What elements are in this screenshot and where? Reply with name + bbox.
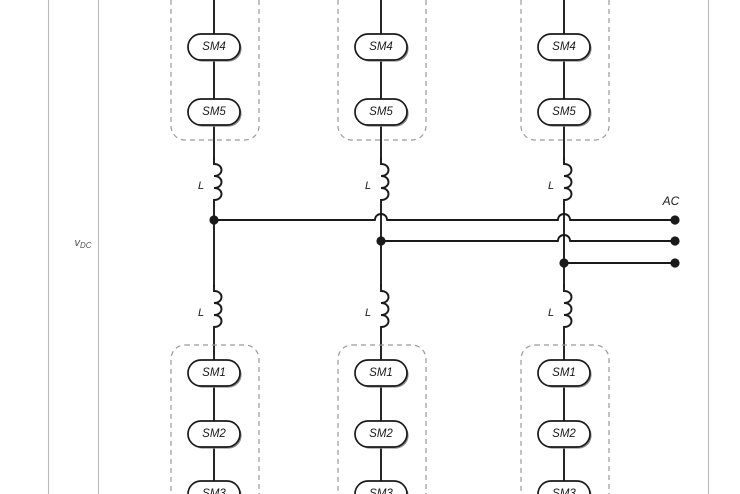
phase-b-sm1: SM1 — [354, 359, 410, 389]
phase-c-sm3-lower-label: SM3 — [552, 488, 576, 494]
dc-voltage-label: vDC — [74, 237, 91, 250]
dc-voltage-subscript: DC — [80, 241, 92, 250]
phase-b-upper-inductor-label: L — [365, 180, 371, 192]
dc-voltage-symbol: v — [74, 237, 81, 249]
phase-a-sm1: SM1 — [187, 359, 243, 389]
phase-c-sm5: SM5 — [537, 98, 593, 128]
phase-b-leg: SM4 SM5 L L SM1 SM2 — [337, 0, 427, 494]
ac-line-phase-a — [214, 213, 675, 221]
phase-c-upper-arm-boundary — [520, 0, 610, 141]
phase-a-upper-arm-boundary — [170, 0, 260, 141]
phase-b-sm3-lower-label: SM3 — [369, 488, 393, 494]
junction-dot-phase-c — [559, 258, 569, 268]
phase-b-lower-inductor: L — [365, 284, 390, 334]
phase-c-lower-arm-boundary — [520, 344, 610, 494]
phase-c-sm4-label: SM4 — [552, 41, 576, 53]
page-guides — [47, 0, 710, 494]
phase-c-sm2: SM2 — [537, 420, 593, 450]
junction-dot-phase-b — [376, 236, 386, 246]
phase-a-lower-inductor: L — [198, 284, 223, 334]
ac-output-label: AC — [662, 194, 680, 208]
phase-a-sm5-label: SM5 — [202, 106, 226, 118]
phase-c-sm4: SM4 — [537, 33, 593, 63]
phase-a-sm3-lower: SM3 — [187, 480, 243, 494]
phase-c-sm1-label: SM1 — [552, 367, 576, 379]
phase-a-sm4-label: SM4 — [202, 41, 226, 53]
ac-terminal-dot-3[interactable] — [670, 258, 680, 268]
phase-b-upper-arm-boundary — [337, 0, 427, 141]
phase-a-sm2-label: SM2 — [202, 428, 226, 440]
phase-c-sm3-lower: SM3 — [537, 480, 593, 494]
phase-b-sm5: SM5 — [354, 98, 410, 128]
junction-dot-phase-a — [209, 215, 219, 225]
phase-a-upper-inductor: L — [198, 157, 223, 207]
phase-c-lower-inductor-label: L — [548, 307, 554, 319]
phase-a-sm3-lower-label: SM3 — [202, 488, 226, 494]
phase-b-sm1-label: SM1 — [369, 367, 393, 379]
phase-c-sm5-label: SM5 — [552, 106, 576, 118]
ac-line-phase-b — [381, 234, 675, 242]
phase-a-lower-arm-boundary — [170, 344, 260, 494]
phase-c-sm2-label: SM2 — [552, 428, 576, 440]
phase-a-sm5: SM5 — [187, 98, 243, 128]
phase-c-lower-inductor: L — [548, 284, 573, 334]
phase-c-upper-inductor: L — [548, 157, 573, 207]
phase-a-sm1-label: SM1 — [202, 367, 226, 379]
phase-a-lower-inductor-label: L — [198, 307, 204, 319]
phase-b-upper-inductor: L — [365, 157, 390, 207]
phase-a-upper-inductor-label: L — [198, 180, 204, 192]
phase-b-sm4: SM4 — [354, 33, 410, 63]
phase-b-lower-arm-boundary — [337, 344, 427, 494]
phase-c-sm1: SM1 — [537, 359, 593, 389]
phase-c-leg: SM4 SM5 L L SM1 SM2 — [520, 0, 610, 494]
ac-terminal-dot-2[interactable] — [670, 236, 680, 246]
ac-terminal-dot-1[interactable] — [670, 215, 680, 225]
phase-a-sm4: SM4 — [187, 33, 243, 63]
phase-a-sm2: SM2 — [187, 420, 243, 450]
phase-b-lower-inductor-label: L — [365, 307, 371, 319]
phase-b-sm3-lower: SM3 — [354, 480, 410, 494]
phase-b-sm2-label: SM2 — [369, 428, 393, 440]
phase-b-sm4-label: SM4 — [369, 41, 393, 53]
phase-c-upper-inductor-label: L — [548, 180, 554, 192]
phase-a-leg: SM4 SM5 L L SM1 SM2 — [170, 0, 260, 494]
phase-b-sm2: SM2 — [354, 420, 410, 450]
phase-b-sm5-label: SM5 — [369, 106, 393, 118]
